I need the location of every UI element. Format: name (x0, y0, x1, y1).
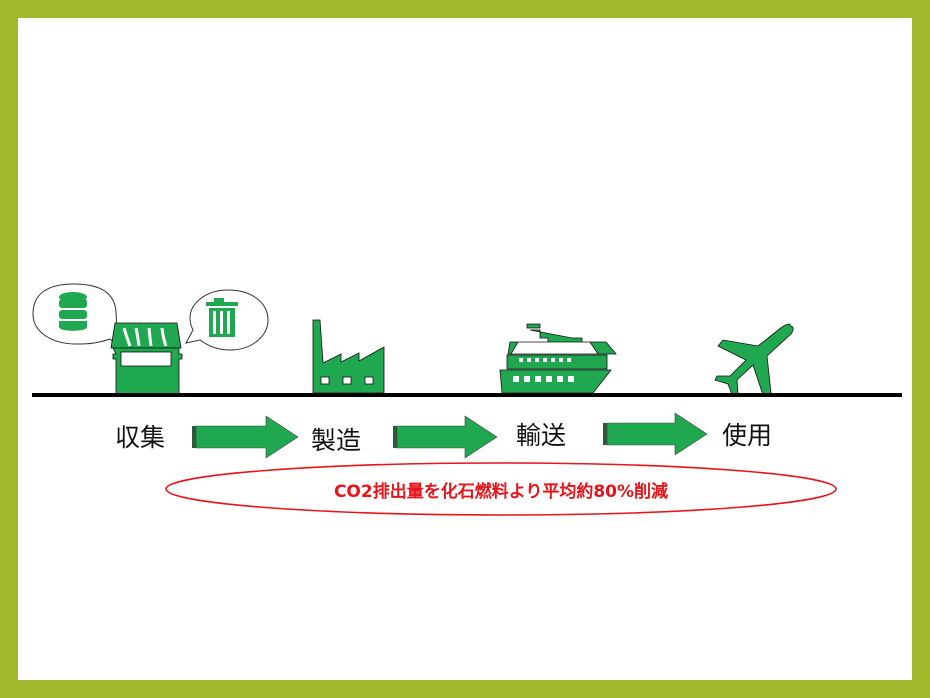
step-label-transport: 輸送 (516, 421, 567, 450)
step-label-collection: 収集 (115, 423, 166, 452)
timeline-baseline (32, 393, 902, 397)
store-icon (110, 322, 183, 395)
airplane-icon (714, 323, 794, 398)
arrow-2 (393, 415, 498, 459)
step-label-use: 使用 (722, 421, 773, 450)
arrow-1 (192, 415, 299, 459)
highlight-ellipse (165, 462, 837, 516)
trash-can-icon (206, 298, 238, 337)
co2-reduction-note: CO2排出量を化石燃料より平均約80%削減 (333, 481, 669, 502)
database-icon (59, 292, 87, 331)
ship-icon (499, 323, 617, 394)
step-label-manufacturing: 製造 (311, 426, 362, 455)
arrow-3 (603, 412, 708, 456)
ship-windows (513, 358, 574, 382)
factory-icon (312, 319, 385, 394)
